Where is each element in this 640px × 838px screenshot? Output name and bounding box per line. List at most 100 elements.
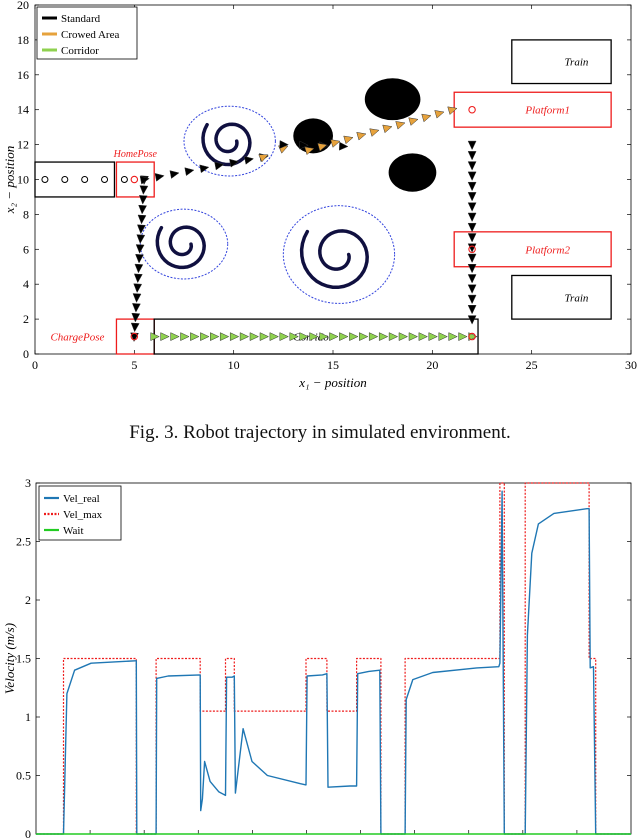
path-arrow	[210, 332, 220, 341]
path-arrow	[378, 332, 389, 341]
path-arrow	[356, 131, 367, 141]
region-box	[34, 161, 116, 198]
x-tick-label: 20	[426, 358, 438, 372]
path-arrow	[214, 161, 225, 171]
path-arrow	[467, 264, 477, 274]
path-arrow	[343, 135, 354, 145]
waypoint	[61, 176, 69, 183]
path-arrow	[467, 181, 477, 192]
path-arrow	[408, 117, 419, 126]
path-arrow	[447, 106, 458, 115]
path-arrow	[133, 273, 143, 284]
path-arrow	[330, 139, 341, 148]
y-tick-label: 16	[17, 68, 29, 82]
y-tick-label: 2	[25, 593, 31, 607]
path-arrow	[467, 253, 477, 264]
waypoint	[81, 176, 89, 183]
path-arrow	[180, 332, 190, 341]
legend-label: Standard	[61, 13, 101, 25]
path-arrow	[133, 283, 143, 294]
path-arrow	[269, 332, 279, 341]
path-arrow	[229, 332, 240, 341]
legend-label: Corridor	[61, 45, 99, 57]
path-arrow	[239, 332, 250, 341]
path-arrow	[299, 332, 309, 341]
pedestrian-track	[299, 229, 369, 290]
region-label: HomePose	[113, 149, 158, 160]
path-arrow	[329, 332, 339, 341]
path-arrow	[249, 332, 260, 341]
y-tick-label: 2	[23, 312, 29, 326]
path-arrow	[398, 332, 409, 341]
y-axis-label: x₂ − position	[2, 146, 17, 214]
path-arrow	[289, 332, 299, 341]
y-tick-label: 4	[23, 277, 29, 291]
pedestrian-zone	[282, 205, 396, 304]
pose-marker	[130, 175, 139, 184]
path-arrow	[139, 175, 150, 185]
pose-marker	[468, 245, 476, 254]
figure-caption: Fig. 3. Robot trajectory in simulated en…	[129, 422, 511, 443]
y-tick-label: 0	[25, 827, 31, 838]
path-arrow	[467, 294, 477, 305]
path-arrow	[199, 164, 210, 174]
path-arrow	[279, 332, 289, 341]
legend-label: Crowed Area	[61, 29, 119, 41]
y-tick-label: 3	[25, 476, 31, 490]
waypoint	[41, 176, 49, 183]
path-arrow	[382, 124, 393, 134]
path-arrow	[319, 332, 329, 341]
path-arrow	[299, 140, 309, 150]
y-tick-label: 10	[17, 173, 29, 187]
path-arrow	[190, 332, 200, 341]
y-tick-label: 8	[23, 207, 29, 221]
region-label: ChargePose	[50, 332, 104, 344]
path-arrow	[138, 204, 148, 215]
x-axis-label: x₁ − position	[298, 375, 366, 390]
pedestrian-zone	[139, 208, 229, 280]
path-arrow	[150, 332, 160, 341]
path-arrow	[134, 263, 144, 274]
waypoint	[120, 176, 128, 183]
obstacle	[293, 118, 333, 154]
region-box	[511, 274, 612, 320]
y-tick-label: 0	[23, 347, 29, 361]
region-label: Train	[565, 292, 589, 304]
path-arrow	[160, 332, 170, 341]
path-arrow	[467, 315, 477, 325]
path-arrow	[421, 113, 432, 123]
path-arrow	[139, 185, 149, 195]
region-box	[115, 161, 155, 198]
path-arrow	[467, 151, 477, 161]
y-tick-label: 14	[17, 103, 29, 117]
x-tick-label: 15	[327, 358, 339, 372]
path-arrow	[467, 140, 477, 151]
pedestrian-track	[201, 122, 252, 167]
path-arrow	[200, 332, 210, 341]
path-arrow	[339, 141, 349, 151]
y-tick-label: 0.5	[16, 769, 31, 783]
path-arrow	[135, 244, 145, 254]
region-box	[511, 39, 612, 85]
path-arrow	[467, 222, 477, 233]
path-arrow	[448, 332, 458, 341]
path-arrow	[184, 167, 195, 177]
path-arrow	[279, 140, 289, 149]
path-arrow	[428, 332, 438, 341]
path-arrow	[408, 332, 419, 341]
path-arrow	[467, 284, 477, 294]
path-arrow	[132, 303, 141, 313]
path-arrow	[467, 243, 477, 253]
region-label: Train	[565, 57, 589, 69]
path-arrow	[258, 154, 269, 163]
y-tick-label: 1.5	[16, 652, 31, 666]
series-line-vel-max	[36, 482, 631, 835]
path-arrow	[229, 158, 240, 168]
y-tick-label: 1	[25, 710, 31, 724]
path-arrow	[131, 312, 141, 323]
legend-label: Wait	[63, 525, 84, 537]
path-arrow	[467, 274, 477, 284]
path-arrow	[170, 332, 180, 341]
path-arrow	[138, 195, 148, 205]
